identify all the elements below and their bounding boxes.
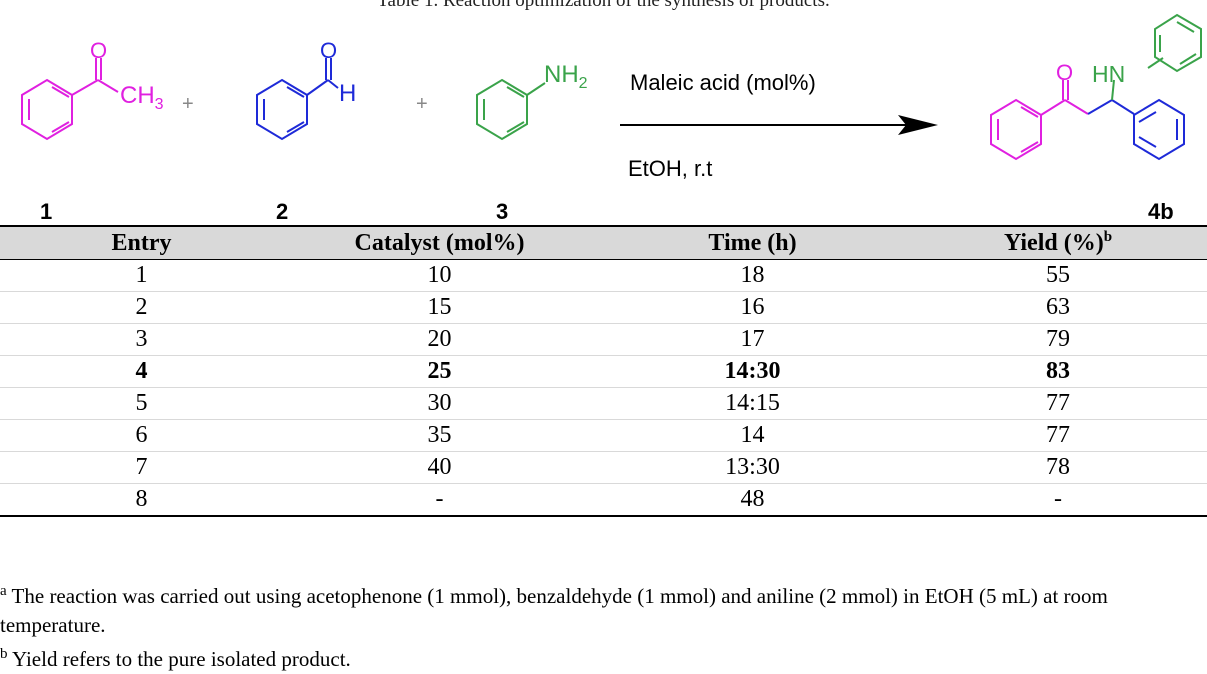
compound-label-2: 2 [276, 199, 289, 224]
cell-catalyst: 15 [283, 291, 596, 324]
cell-yield: 83 [909, 355, 1207, 388]
table-row: 1 10 18 55 [0, 259, 1207, 292]
footnote-b-text: Yield refers to the pure isolated produc… [7, 647, 351, 671]
svg-text:CH3: CH3 [120, 82, 164, 113]
table-caption: Table 1. Reaction optimization of the sy… [377, 0, 830, 11]
cell-yield: - [909, 483, 1207, 517]
aldehyde-h-label: H [339, 80, 356, 107]
cell-catalyst: 30 [283, 387, 596, 420]
aniline-structure [476, 78, 546, 141]
cell-entry: 5 [0, 387, 283, 420]
cell-entry: 2 [0, 291, 283, 324]
plus-sign-1: + [182, 93, 194, 115]
product-oxygen: O [1056, 60, 1073, 85]
product-hn-label: HN [1092, 61, 1125, 87]
table-row: 2 15 16 63 [0, 291, 1207, 324]
footnote-b-mark: b [0, 646, 8, 662]
cell-entry: 4 [0, 355, 283, 388]
header-entry: Entry [0, 225, 283, 260]
footnote-a-text: The reaction was carried out using aceto… [0, 584, 1108, 637]
cell-entry: 8 [0, 483, 283, 517]
ketone-ch-label: CH [120, 82, 155, 109]
cell-catalyst: - [283, 483, 596, 517]
footnote-a: a The reaction was carried out using ace… [0, 582, 1207, 640]
cell-time: 17 [596, 323, 909, 356]
cell-yield: 63 [909, 291, 1207, 324]
ketone-subscript: 3 [155, 96, 164, 113]
cell-time: 14:15 [596, 387, 909, 420]
cell-time: 48 [596, 483, 909, 517]
header-yield-footnote-mark: b [1103, 229, 1113, 245]
table-row: 3 20 17 79 [0, 323, 1207, 356]
header-yield: Yield (%)b [909, 225, 1207, 260]
reaction-scheme: O CH3 + O H + NH2 Maleic acid (mol%) EtO… [21, 13, 1202, 181]
benzaldehyde-structure [256, 58, 339, 141]
footnote-a-mark: a [0, 583, 7, 599]
ketone-oxygen: O [90, 38, 107, 63]
cell-entry: 1 [0, 259, 283, 292]
table-row: 5 30 14:15 77 [0, 387, 1207, 420]
cell-yield: 78 [909, 451, 1207, 484]
cell-time: 16 [596, 291, 909, 324]
cell-time: 13:30 [596, 451, 909, 484]
cell-catalyst: 35 [283, 419, 596, 452]
table-row: 8 - 48 - [0, 483, 1207, 517]
reaction-arrow [620, 115, 938, 135]
cell-entry: 6 [0, 419, 283, 452]
condition-bottom: EtOH, r.t [628, 156, 712, 181]
cell-catalyst: 25 [283, 355, 596, 388]
condition-top: Maleic acid (mol%) [630, 70, 816, 95]
header-yield-text: Yield (%) [1003, 230, 1104, 256]
table-row: 6 35 14 77 [0, 419, 1207, 452]
aldehyde-oxygen: O [320, 38, 337, 63]
table-header-row: Entry Catalyst (mol%) Time (h) Yield (%)… [0, 225, 1207, 260]
cell-catalyst: 40 [283, 451, 596, 484]
table-row: 7 40 13:30 78 [0, 451, 1207, 484]
plus-sign-2: + [416, 93, 428, 115]
cell-time: 18 [596, 259, 909, 292]
compound-label-1: 1 [40, 199, 53, 224]
acetophenone-structure [21, 58, 119, 141]
optimization-table: Entry Catalyst (mol%) Time (h) Yield (%)… [0, 225, 1207, 517]
cell-time: 14 [596, 419, 909, 452]
cell-yield: 77 [909, 387, 1207, 420]
cell-yield: 77 [909, 419, 1207, 452]
svg-text:NH2: NH2 [544, 61, 588, 92]
cell-yield: 79 [909, 323, 1207, 356]
cell-yield: 55 [909, 259, 1207, 292]
table-row-optimal: 4 25 14:30 83 [0, 355, 1207, 388]
compound-label-4b: 4b [1148, 199, 1174, 224]
cell-time: 14:30 [596, 355, 909, 388]
product-structure [990, 13, 1202, 161]
cell-entry: 7 [0, 451, 283, 484]
amine-nh-label: NH [544, 61, 579, 88]
cell-entry: 3 [0, 323, 283, 356]
cell-catalyst: 10 [283, 259, 596, 292]
header-catalyst: Catalyst (mol%) [283, 225, 596, 260]
cell-catalyst: 20 [283, 323, 596, 356]
compound-label-3: 3 [496, 199, 509, 224]
header-time: Time (h) [596, 225, 909, 260]
amine-subscript: 2 [579, 75, 588, 92]
footnote-b: b Yield refers to the pure isolated prod… [0, 645, 1207, 674]
